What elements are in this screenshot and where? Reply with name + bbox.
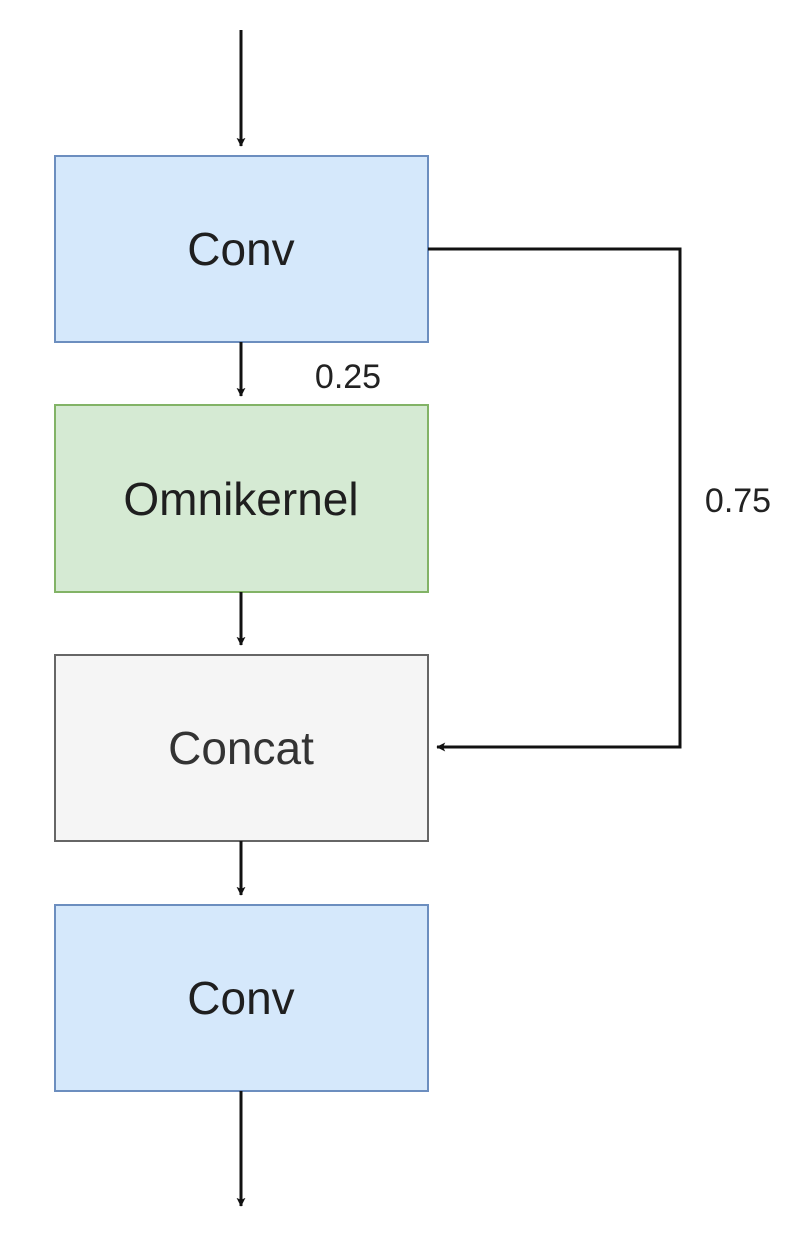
edge-label-0-25: 0.25 — [315, 358, 381, 396]
omnikernel-block-box — [54, 404, 429, 593]
omnikernel-block-label: Omnikernel — [123, 473, 358, 525]
conv-block-bottom-label: Conv — [187, 972, 294, 1024]
concat-block[interactable]: Concat — [54, 654, 429, 842]
concat-block-label: Concat — [168, 722, 314, 774]
conv-block-bottom-box — [54, 904, 429, 1092]
edge-conv-to-omnikernel: 0.25 — [236, 342, 381, 397]
edge-skip-conv-to-concat: 0.75 — [428, 247, 771, 752]
conv-block-top-label: Conv — [187, 223, 294, 275]
edge-label-0-75: 0.75 — [705, 482, 771, 520]
concat-block-box — [54, 654, 429, 842]
conv-block-top[interactable]: Conv — [54, 155, 429, 343]
arrow-left-icon — [428, 247, 682, 752]
conv-block-bottom[interactable]: Conv — [54, 904, 429, 1092]
omnikernel-block[interactable]: Omnikernel — [54, 404, 429, 593]
